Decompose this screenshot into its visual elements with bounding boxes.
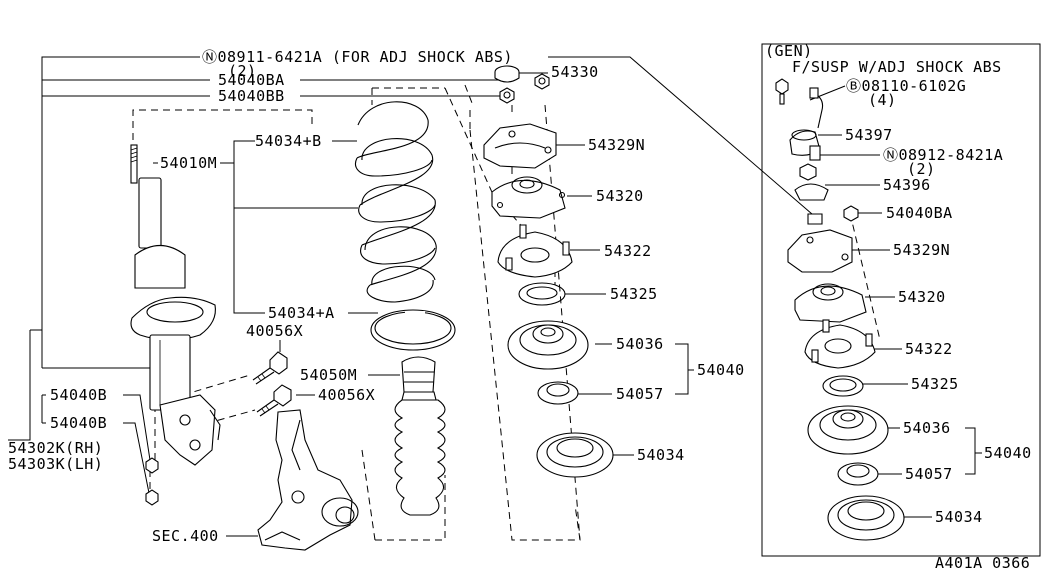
label-54322: 54322: [604, 242, 652, 260]
nut-54040bb: [499, 87, 515, 104]
bound-bumper-54050m: [394, 356, 446, 516]
insulator-54034: [536, 432, 614, 478]
inset-adj-shock-abs: (GEN) F/SUSP W/ADJ SHOCK ABS Ⓑ08110-6102…: [761, 42, 1041, 557]
label-54010m: 54010M: [160, 154, 217, 172]
inset-title: F/SUSP W/ADJ SHOCK ABS: [792, 58, 1002, 76]
label-54040b-upper: 54040B: [50, 386, 107, 404]
strut-assembly: [130, 144, 221, 506]
label-40056x-lower: 40056X: [318, 386, 375, 404]
inset-label-54040ba: 54040BA: [886, 204, 953, 222]
label-54036: 54036: [616, 335, 664, 353]
label-54303k: 54303K(LH): [8, 455, 103, 473]
inset-label-54397: 54397: [845, 126, 893, 144]
main-callout-labels: Ⓝ08911-6421A (FOR ADJ SHOCK ABS) (2) 540…: [8, 48, 745, 545]
bolt-40056x-upper: [252, 351, 288, 385]
bolt-40056x-lower: [256, 384, 292, 417]
mount-54320: [491, 176, 566, 219]
seat-54036: [507, 320, 589, 370]
diagram-code: A401A 0366: [935, 554, 1030, 572]
label-54330: 54330: [551, 63, 599, 81]
spring-insulator-54034a: [370, 309, 456, 351]
inset-label-54040: 54040: [984, 444, 1032, 462]
label-54040: 54040: [697, 361, 745, 379]
plate-54329n: [483, 123, 557, 169]
mount-plate-54322: [497, 224, 573, 278]
inset-gen-label: (GEN): [765, 42, 813, 60]
inset-label-54396: 54396: [883, 176, 931, 194]
inset-label-54036: 54036: [903, 419, 951, 437]
label-54057: 54057: [616, 385, 664, 403]
leader-lines: [8, 56, 813, 537]
note-08911-qty: (2): [228, 62, 257, 80]
label-54034b: 54034+B: [255, 132, 322, 150]
inset-label-54057: 54057: [905, 465, 953, 483]
inset-label-54322: 54322: [905, 340, 953, 358]
inset-label-54325: 54325: [911, 375, 959, 393]
label-54034a: 54034+A: [268, 304, 335, 322]
label-54329n: 54329N: [588, 136, 645, 154]
inset-label-08110-qty: (4): [868, 91, 897, 109]
inset-label-54034: 54034: [935, 508, 983, 526]
label-54040bb: 54040BB: [218, 87, 285, 105]
washer-54325: [518, 282, 566, 306]
label-sec400: SEC.400: [152, 527, 219, 545]
coil-spring: [355, 101, 437, 303]
note-08911-6421a: Ⓝ08911-6421A (FOR ADJ SHOCK ABS): [202, 48, 513, 66]
bearing-54057: [537, 381, 579, 405]
inset-label-08912-8421a: Ⓝ08912-8421A: [883, 146, 1003, 164]
inset-label-54329n: 54329N: [893, 241, 950, 259]
nut-54040ba: [534, 73, 550, 90]
label-54034: 54034: [637, 446, 685, 464]
inset-label-08110-6102g: Ⓑ08110-6102G: [846, 77, 966, 95]
label-40056x-upper: 40056X: [246, 322, 303, 340]
label-54302k: 54302K(RH): [8, 439, 103, 457]
inset-label-54320: 54320: [898, 288, 946, 306]
label-54325: 54325: [610, 285, 658, 303]
label-54050m: 54050M: [300, 366, 357, 384]
label-54040b-lower: 54040B: [50, 414, 107, 432]
cap-54330: [494, 65, 520, 83]
steering-knuckle: [257, 409, 359, 551]
inset-label-08912-qty: (2): [907, 160, 936, 178]
label-54040ba: 54040BA: [218, 71, 285, 89]
label-54320: 54320: [596, 187, 644, 205]
